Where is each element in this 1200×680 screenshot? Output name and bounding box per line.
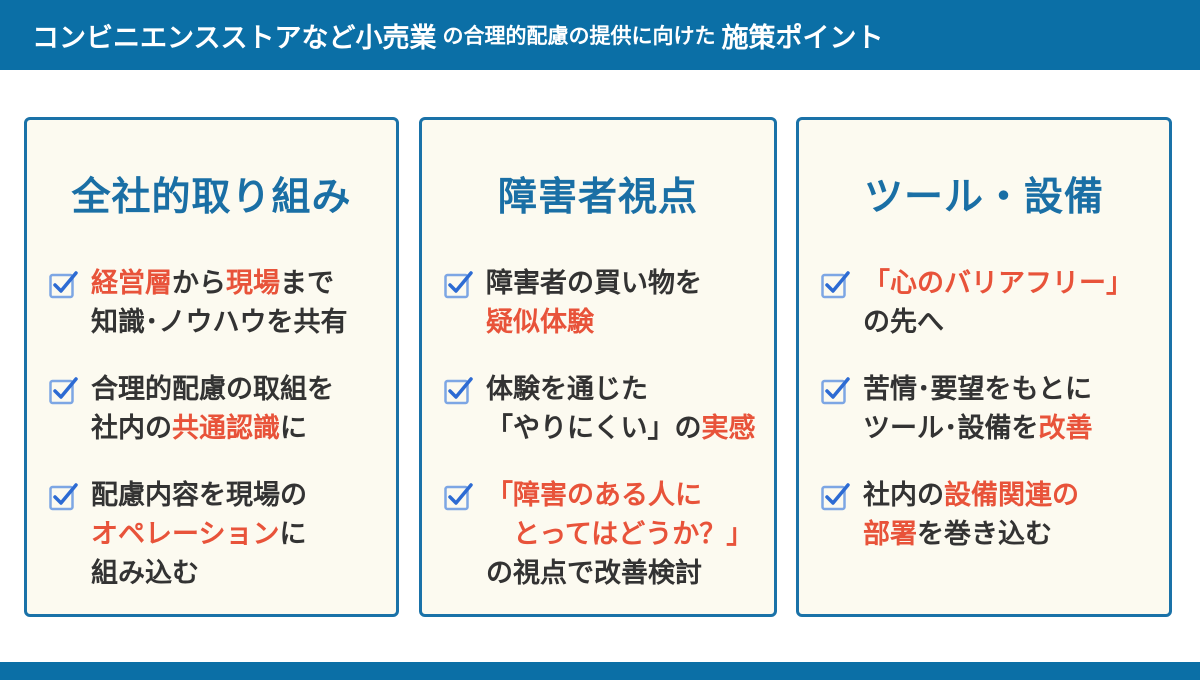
item-line: 障害者の買い物を [486, 264, 702, 303]
item-text: ツール･設備を [863, 413, 1039, 444]
item-text: を巻き込む [917, 519, 1052, 550]
item-text: の視点で改善検討 [486, 558, 702, 589]
item-line: 社内の共通認識に [91, 409, 334, 448]
item-text: 合理的配慮の取組を [91, 374, 334, 405]
list-item: 「障害のある人に とってはどうか？」の視点で改善検討 [444, 476, 774, 593]
footer-bar [0, 662, 1200, 680]
checkbox-checked-icon [49, 482, 79, 512]
list-item: 苦情･要望をもとにツール･設備を改善 [821, 370, 1169, 448]
checkbox-checked-icon [444, 270, 474, 300]
item-line: 組み込む [91, 554, 307, 593]
item-line: 体験を通じた [486, 370, 755, 409]
checkbox-checked-icon [49, 376, 79, 406]
panel-3: ツール・設備「心のバリアフリー」の先へ苦情･要望をもとにツール･設備を改善社内の… [796, 117, 1172, 617]
item-text: 障害者の買い物を [486, 268, 702, 299]
item-text: の先へ [863, 307, 944, 338]
item-text: まで [280, 268, 334, 299]
highlighted-text: 共通認識 [172, 413, 280, 444]
item-line: 社内の設備関連の [863, 476, 1079, 515]
highlighted-text: 疑似体験 [486, 307, 594, 338]
item-line: オペレーションに [91, 515, 307, 554]
item-text: 配慮内容を現場の [91, 480, 307, 511]
list-item: 社内の設備関連の部署を巻き込む [821, 476, 1169, 554]
item-line: 知識･ノウハウを共有 [91, 303, 348, 342]
item-text: に [280, 413, 307, 444]
checkbox-checked-icon [821, 270, 851, 300]
highlighted-text: 「障害のある人に [486, 480, 702, 511]
header-banner: コンビニエンスストアなど小売業 の合理的配慮の提供に向けた 施策ポイント [0, 0, 1200, 70]
highlighted-text: 設備関連の [944, 480, 1079, 511]
list-item: 「心のバリアフリー」の先へ [821, 264, 1169, 342]
item-line: 「心のバリアフリー」 [863, 264, 1133, 303]
highlighted-text: 現場 [226, 268, 280, 299]
item-text: に [279, 519, 307, 550]
item-text: 「やりにくい」の [486, 413, 702, 444]
list-item: 体験を通じた「やりにくい」の実感 [444, 370, 774, 448]
item-line: 合理的配慮の取組を [91, 370, 334, 409]
checkbox-checked-icon [444, 482, 474, 512]
item-line: 「障害のある人に [486, 476, 753, 515]
list-item: 障害者の買い物を疑似体験 [444, 264, 774, 342]
checkbox-checked-icon [821, 482, 851, 512]
panel-title: ツール・設備 [863, 175, 1104, 220]
panel-title: 全社的取り組み [71, 175, 352, 220]
item-line: 配慮内容を現場の [91, 476, 307, 515]
highlighted-text: オペレーション [91, 519, 280, 550]
highlighted-text: 改善 [1038, 413, 1093, 444]
item-line: ツール･設備を改善 [863, 409, 1093, 448]
header-title-part3: 施策ポイント [721, 22, 884, 54]
item-line: の視点で改善検討 [486, 554, 753, 593]
highlighted-text: 部署 [863, 519, 917, 550]
highlighted-text: とってはどうか？」 [486, 519, 754, 550]
item-text: 苦情･要望をもとに [863, 374, 1092, 405]
item-line: 疑似体験 [486, 303, 702, 342]
list-item: 経営層から現場まで知識･ノウハウを共有 [49, 264, 396, 342]
highlighted-text: 経営層 [91, 268, 172, 299]
panel-title: 障害者視点 [497, 175, 698, 220]
item-line: の先へ [863, 303, 1133, 342]
item-text: 体験を通じた [486, 374, 648, 405]
item-text: 知識･ノウハウを共有 [91, 307, 348, 338]
header-title-part1: コンビニエンスストアなど小売業 [32, 22, 437, 54]
checkbox-checked-icon [49, 270, 79, 300]
item-text: から [172, 268, 226, 299]
item-text: 社内の [91, 413, 172, 444]
item-line: 経営層から現場まで [91, 264, 348, 303]
header-title-part2: の合理的配慮の提供に向けた [442, 24, 716, 48]
panel-1: 全社的取り組み経営層から現場まで知識･ノウハウを共有合理的配慮の取組を社内の共通… [24, 117, 399, 617]
item-text: 社内の [863, 480, 944, 511]
item-text: 組み込む [91, 558, 199, 589]
item-line: 部署を巻き込む [863, 515, 1079, 554]
checkbox-checked-icon [821, 376, 851, 406]
item-line: 「やりにくい」の実感 [486, 409, 755, 448]
item-line: 苦情･要望をもとに [863, 370, 1093, 409]
highlighted-text: 実感 [701, 413, 756, 444]
list-item: 合理的配慮の取組を社内の共通認識に [49, 370, 396, 448]
highlighted-text: 「心のバリアフリー」 [863, 268, 1133, 299]
panel-2: 障害者視点障害者の買い物を疑似体験体験を通じた「やりにくい」の実感「障害のある人… [419, 117, 777, 617]
item-line: とってはどうか？」 [486, 515, 753, 554]
checkbox-checked-icon [444, 376, 474, 406]
list-item: 配慮内容を現場のオペレーションに組み込む [49, 476, 396, 593]
